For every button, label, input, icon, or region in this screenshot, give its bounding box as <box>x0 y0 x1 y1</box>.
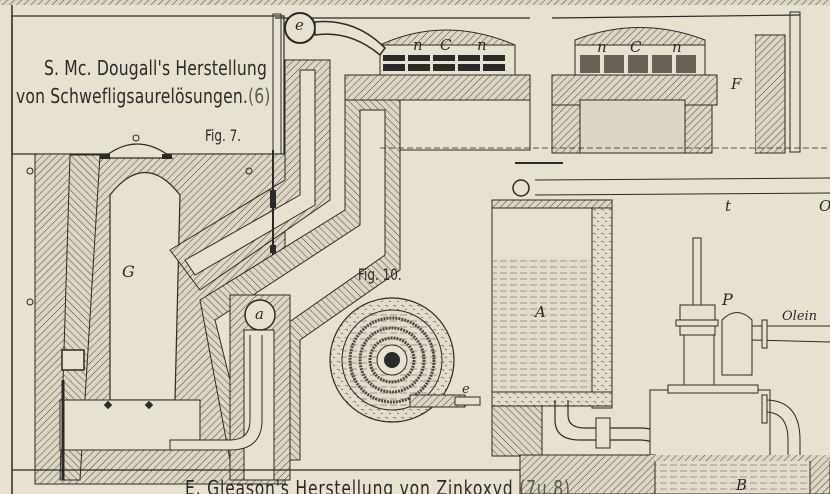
bottom-caption-ref: (7u.8) <box>519 476 571 494</box>
plate-title-line2: von Schwefligsaurelösungen.(6) <box>16 84 297 108</box>
plate-title-line1: S. Mc. Dougall's Herstellung <box>44 56 268 80</box>
plate-title-ref: (6) <box>247 84 271 108</box>
label-C2: C <box>630 38 642 56</box>
label-P: P <box>722 290 733 309</box>
label-B: B <box>736 476 748 494</box>
pump-p <box>649 237 830 494</box>
top-border <box>0 0 830 5</box>
bottom-caption-text: E. Gleason's Herstellung von Zinkoxyd <box>185 476 514 494</box>
label-C1: C <box>440 36 452 54</box>
fig10-label: Fig. 10. <box>358 265 402 284</box>
fig10-coil <box>329 297 481 423</box>
fig7-label: Fig. 7. <box>205 126 242 145</box>
basin-b <box>519 454 830 494</box>
tank-a <box>491 199 681 461</box>
label-t: t <box>725 197 732 215</box>
pipe-a <box>169 294 291 481</box>
bottom-caption: E. Gleason's Herstellung von Zinkoxyd (7… <box>185 476 571 494</box>
plate-title-text: von Schwefligsaurelösungen. <box>16 84 248 108</box>
label-n2: n <box>477 36 487 54</box>
label-n1: n <box>413 36 423 54</box>
label-A: A <box>535 303 546 321</box>
oven-left <box>272 12 531 155</box>
label-e-fig10: e <box>462 382 470 397</box>
oven-right <box>380 11 830 154</box>
pipe-t <box>512 162 830 197</box>
label-n3: n <box>597 38 607 56</box>
label-olein: Olein <box>782 309 818 324</box>
label-a: a <box>255 305 264 323</box>
label-O: O <box>819 197 830 215</box>
label-G: G <box>122 262 135 281</box>
label-F: F <box>731 75 742 93</box>
label-e-drum: e <box>295 16 304 34</box>
label-n4: n <box>672 38 682 56</box>
